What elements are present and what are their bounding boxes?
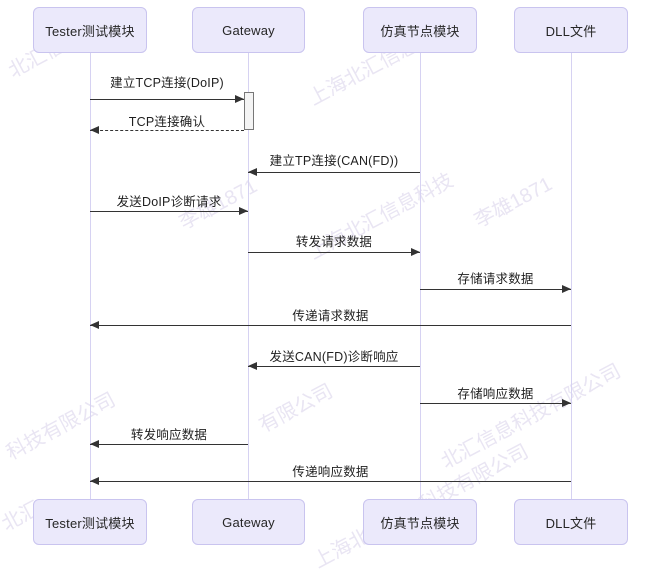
participant-label: DLL文件 bbox=[545, 515, 597, 531]
participant-label: 仿真节点模块 bbox=[380, 515, 460, 531]
message-line-6 bbox=[420, 289, 571, 290]
watermark-text: 北汇信息科技有限公司 bbox=[437, 360, 625, 474]
message-line-3 bbox=[248, 172, 420, 173]
message-arrowhead-10 bbox=[90, 440, 99, 448]
message-arrowhead-6 bbox=[562, 285, 571, 293]
message-arrowhead-5 bbox=[411, 248, 420, 256]
lifeline-simnode bbox=[420, 53, 421, 499]
message-line-4 bbox=[90, 211, 248, 212]
participant-box-top-tester[interactable]: Tester测试模块 bbox=[33, 7, 147, 53]
participant-label: Gateway bbox=[222, 514, 275, 530]
participant-box-top-simnode[interactable]: 仿真节点模块 bbox=[363, 7, 477, 53]
message-arrowhead-4 bbox=[239, 207, 248, 215]
message-label-4: 发送DoIP诊断请求 bbox=[116, 195, 222, 209]
lifeline-tester bbox=[90, 53, 91, 499]
message-line-1 bbox=[90, 99, 244, 100]
lifeline-dll bbox=[571, 53, 572, 499]
message-label-9: 存储响应数据 bbox=[457, 387, 534, 401]
participant-box-bottom-gateway[interactable]: Gateway bbox=[192, 499, 305, 545]
message-line-11 bbox=[90, 481, 571, 482]
participant-label: DLL文件 bbox=[545, 23, 597, 39]
message-line-9 bbox=[420, 403, 571, 404]
message-arrowhead-9 bbox=[562, 399, 571, 407]
message-arrowhead-7 bbox=[90, 321, 99, 329]
message-arrowhead-2 bbox=[90, 126, 99, 134]
activation-bar-gateway bbox=[244, 92, 254, 130]
message-label-2: TCP连接确认 bbox=[128, 115, 206, 129]
message-label-5: 转发请求数据 bbox=[295, 235, 373, 249]
participant-box-top-gateway[interactable]: Gateway bbox=[192, 7, 305, 53]
message-label-7: 传递请求数据 bbox=[292, 309, 369, 323]
sequence-diagram-canvas: 北汇信息科技上海北汇信息科技李雄1871李雄1871上海北汇信息科技科技有限公司… bbox=[0, 7, 628, 573]
message-line-7 bbox=[90, 325, 571, 326]
watermark-text: 有限公司 bbox=[255, 380, 337, 438]
participant-label: Gateway bbox=[222, 22, 275, 38]
message-line-8 bbox=[248, 366, 420, 367]
participant-box-bottom-tester[interactable]: Tester测试模块 bbox=[33, 499, 147, 545]
lifeline-gateway bbox=[248, 53, 249, 499]
message-line-2 bbox=[90, 130, 244, 131]
message-line-10 bbox=[90, 444, 248, 445]
watermark-text: 科技有限公司 bbox=[3, 388, 120, 465]
message-arrowhead-11 bbox=[90, 477, 99, 485]
message-label-10: 转发响应数据 bbox=[130, 428, 208, 442]
participant-label: Tester测试模块 bbox=[45, 23, 135, 39]
participant-label: Tester测试模块 bbox=[45, 515, 135, 531]
participant-box-top-dll[interactable]: DLL文件 bbox=[514, 7, 628, 53]
message-label-6: 存储请求数据 bbox=[457, 272, 534, 286]
message-arrowhead-1 bbox=[235, 95, 244, 103]
message-line-5 bbox=[248, 252, 420, 253]
watermark-text: 李雄1871 bbox=[470, 173, 556, 233]
message-label-11: 传递响应数据 bbox=[292, 465, 369, 479]
message-label-3: 建立TP连接(CAN(FD)) bbox=[269, 154, 399, 168]
participant-box-bottom-dll[interactable]: DLL文件 bbox=[514, 499, 628, 545]
message-arrowhead-3 bbox=[248, 168, 257, 176]
message-label-8: 发送CAN(FD)诊断响应 bbox=[269, 350, 399, 364]
message-arrowhead-8 bbox=[248, 362, 257, 370]
participant-box-bottom-simnode[interactable]: 仿真节点模块 bbox=[363, 499, 477, 545]
participant-label: 仿真节点模块 bbox=[380, 23, 460, 39]
message-label-1: 建立TCP连接(DoIP) bbox=[110, 76, 224, 90]
